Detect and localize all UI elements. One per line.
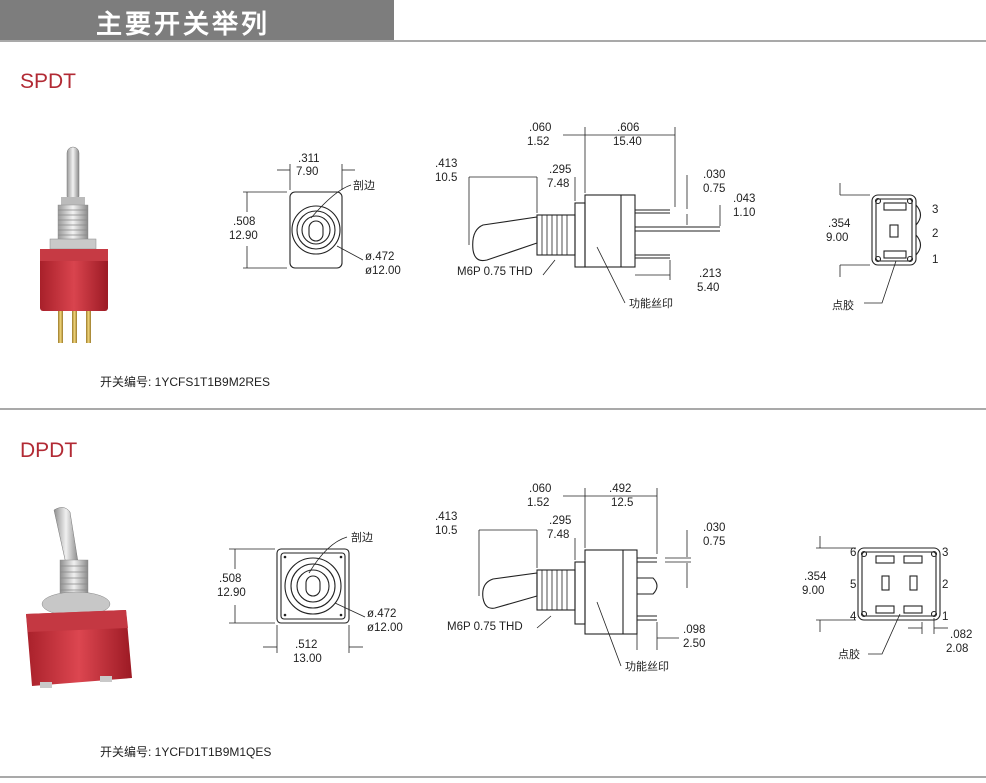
dpdt-side-d2-mm: 12.5 xyxy=(611,497,633,509)
spdt-front-height-mm: 12.90 xyxy=(229,230,258,242)
spdt-bottom-view-drawing: .354 9.00 3 2 1 点胶 xyxy=(826,183,938,312)
section-title-spdt: SPDT xyxy=(20,70,77,93)
dpdt-pin-2: 2 xyxy=(942,579,948,591)
dpdt-switch-photo xyxy=(26,507,132,688)
spdt-front-height-in: .508 xyxy=(233,216,255,228)
page-title: 主要开关举列 xyxy=(96,10,271,40)
spdt-pin-3: 3 xyxy=(932,204,938,216)
dpdt-pin-5: 5 xyxy=(850,579,856,591)
dpdt-bottom-h-mm: 9.00 xyxy=(802,585,824,597)
dpdt-pin-6: 6 xyxy=(850,547,856,559)
dpdt-front-dia-in: ø.472 xyxy=(367,608,396,620)
dpdt-bottom-view-drawing: .354 9.00 6 5 4 3 2 1 .082 2.08 点胶 xyxy=(802,536,972,661)
dpdt-dot-label: 点胶 xyxy=(838,647,860,661)
spdt-pin-2: 2 xyxy=(932,228,938,240)
dpdt-pin-4: 4 xyxy=(850,611,857,623)
dpdt-side-bush-in: .295 xyxy=(549,515,571,527)
dpdt-front-height-in: .508 xyxy=(219,573,241,585)
header-rule xyxy=(0,40,986,42)
part-number-spdt: 开关编号: 1YCFS1T1B9M2RES xyxy=(100,375,271,389)
header-band xyxy=(0,0,394,40)
spdt-side-thread: M6P 0.75 THD xyxy=(457,266,533,278)
dpdt-front-width-in: .512 xyxy=(295,639,317,651)
spdt-side-lever-in: .413 xyxy=(435,158,457,170)
dpdt-side-print: 功能丝印 xyxy=(625,659,669,673)
dpdt-pin-3: 3 xyxy=(942,547,948,559)
footer-rule xyxy=(0,776,986,778)
spdt-front-width-in: .311 xyxy=(298,153,320,165)
spdt-bottom-h-mm: 9.00 xyxy=(826,232,848,244)
spdt-side-d1-in: .060 xyxy=(529,122,551,134)
dpdt-bevel-label: 剖边 xyxy=(351,530,373,544)
spdt-side-bush-in: .295 xyxy=(549,164,571,176)
dpdt-bottom-w-mm: 2.08 xyxy=(946,643,968,655)
dpdt-side-lever-mm: 10.5 xyxy=(435,525,457,537)
dpdt-side-bush-mm: 7.48 xyxy=(547,529,569,541)
spdt-side-pitch-in: .213 xyxy=(699,268,721,280)
dpdt-side-pin-in: .030 xyxy=(703,522,725,534)
dpdt-bottom-w-in: .082 xyxy=(950,629,972,641)
section-title-dpdt: DPDT xyxy=(20,439,78,462)
dpdt-front-height-mm: 12.90 xyxy=(217,587,246,599)
dpdt-front-dia-mm: ø12.00 xyxy=(367,622,403,634)
spdt-side-print: 功能丝印 xyxy=(629,296,673,310)
dpdt-front-width-mm: 13.00 xyxy=(293,653,322,665)
dpdt-bottom-h-in: .354 xyxy=(804,571,827,583)
spdt-side-d2-mm: 15.40 xyxy=(613,136,642,148)
dpdt-side-d1-mm: 1.52 xyxy=(527,497,549,509)
dpdt-pin-1: 1 xyxy=(942,611,948,623)
spdt-side-pitch-mm: 5.40 xyxy=(697,282,719,294)
spdt-side-pin2-mm: 1.10 xyxy=(733,207,755,219)
spdt-front-view-drawing: .311 7.90 .508 12.90 剖边 ø.472 ø12.00 xyxy=(229,153,401,277)
dpdt-side-thread: M6P 0.75 THD xyxy=(447,621,523,633)
dpdt-side-view-drawing: .060 1.52 .492 12.5 .413 10.5 .295 7.48 … xyxy=(435,483,725,673)
spdt-side-bush-mm: 7.48 xyxy=(547,178,569,190)
spdt-side-d2-in: .606 xyxy=(617,122,639,134)
spdt-dot-label: 点胶 xyxy=(832,298,854,312)
spdt-side-pin-in: .030 xyxy=(703,169,725,181)
part-number-dpdt: 开关编号: 1YCFD1T1B9M1QES xyxy=(100,745,272,759)
spdt-front-dia-in: ø.472 xyxy=(365,251,394,263)
section-divider xyxy=(0,408,986,410)
dpdt-side-pitch-in: .098 xyxy=(683,624,705,636)
spdt-front-dia-mm: ø12.00 xyxy=(365,265,401,277)
dpdt-front-view-drawing: .508 12.90 .512 13.00 剖边 ø.472 ø12.00 xyxy=(217,530,403,665)
spdt-side-d1-mm: 1.52 xyxy=(527,136,549,148)
spdt-bevel-label: 剖边 xyxy=(353,178,375,192)
spdt-side-lever-mm: 10.5 xyxy=(435,172,457,184)
dpdt-side-pitch-mm: 2.50 xyxy=(683,638,705,650)
dpdt-side-d1-in: .060 xyxy=(529,483,551,495)
dpdt-side-d2-in: .492 xyxy=(609,483,631,495)
spdt-side-view-drawing: .060 1.52 .606 15.40 .413 10.5 .295 7.48… xyxy=(435,122,755,310)
spdt-side-pin2-in: .043 xyxy=(733,193,755,205)
spdt-switch-photo xyxy=(40,146,108,343)
spdt-front-width-mm: 7.90 xyxy=(296,166,318,178)
spdt-bottom-h-in: .354 xyxy=(828,218,851,230)
spdt-side-pin-mm: 0.75 xyxy=(703,183,725,195)
dpdt-side-pin-mm: 0.75 xyxy=(703,536,725,548)
spdt-pin-1: 1 xyxy=(932,254,938,266)
dpdt-side-lever-in: .413 xyxy=(435,511,457,523)
